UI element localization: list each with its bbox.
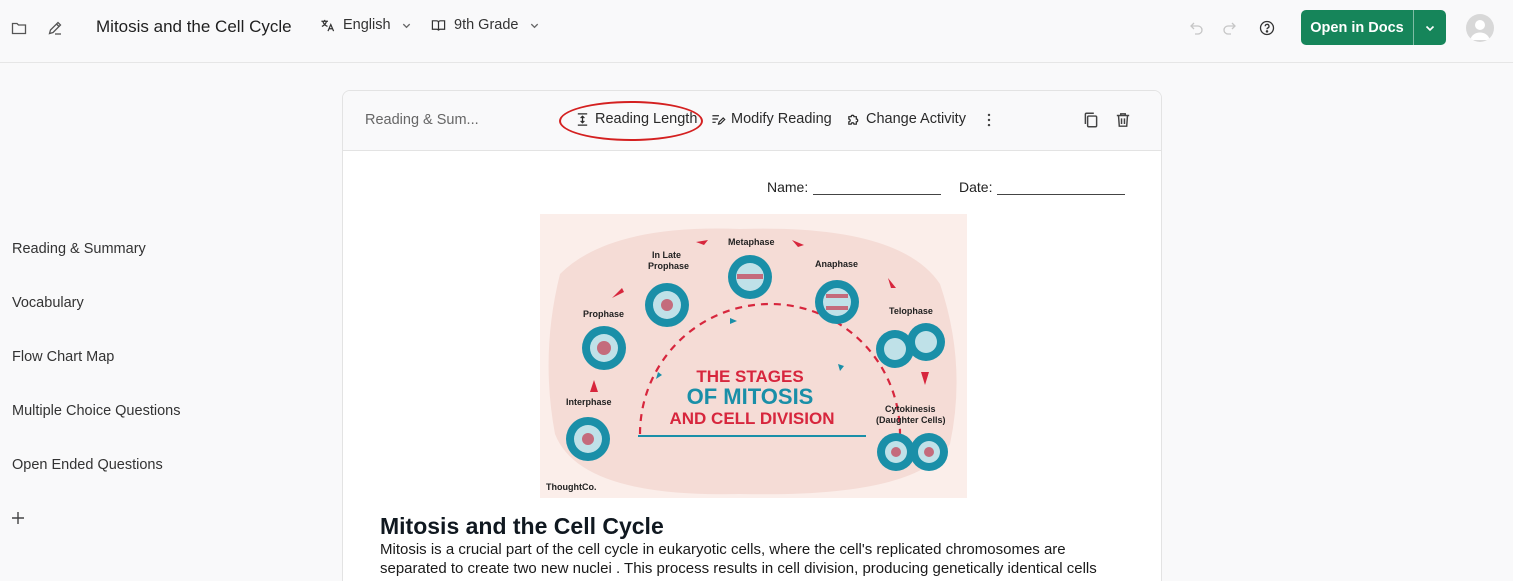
book-icon <box>431 19 446 31</box>
translate-icon <box>321 19 335 31</box>
reading-body: Mitosis is a crucial part of the cell cy… <box>380 541 1097 581</box>
figure-title-line1: THE STAGES <box>696 367 803 386</box>
date-line <box>997 183 1126 195</box>
name-label: Name: <box>767 179 809 195</box>
copy-icon[interactable] <box>1082 111 1100 129</box>
trash-icon[interactable] <box>1114 111 1132 129</box>
label-telophase: Telophase <box>889 306 933 316</box>
modify-reading-button[interactable]: Modify Reading <box>711 111 832 127</box>
cell-late-prophase <box>645 283 689 327</box>
section-label: Reading & Sum... <box>365 112 479 128</box>
label-late-prophase-2: Prophase <box>648 261 689 271</box>
top-bar: Mitosis and the Cell Cycle English 9th G… <box>0 0 1513 63</box>
figure-credit: ThoughtCo. <box>546 482 596 492</box>
modify-reading-label: Modify Reading <box>731 111 832 127</box>
figure-title-line3: AND CELL DIVISION <box>670 409 835 428</box>
cell-metaphase <box>728 255 772 299</box>
change-activity-button[interactable]: Change Activity <box>846 111 966 127</box>
undo-icon[interactable] <box>1186 17 1208 39</box>
cell-interphase <box>566 417 610 461</box>
edit-icon[interactable] <box>44 17 66 39</box>
user-avatar-icon <box>1470 20 1490 40</box>
sidebar-item-multiple-choice[interactable]: Multiple Choice Questions <box>12 403 181 419</box>
label-prophase: Prophase <box>583 309 624 319</box>
chevron-down-icon <box>402 23 410 28</box>
cell-anaphase <box>815 280 859 324</box>
reading-heading: Mitosis and the Cell Cycle <box>380 513 664 539</box>
sidebar-item-open-ended[interactable]: Open Ended Questions <box>12 457 163 473</box>
avatar[interactable] <box>1466 14 1494 42</box>
chevron-down-icon <box>1425 25 1435 31</box>
label-anaphase: Anaphase <box>815 259 858 269</box>
highlight-annotation <box>559 101 703 141</box>
edit-lines-icon <box>712 114 726 125</box>
grade-selector[interactable]: 9th Grade <box>431 17 540 33</box>
name-line <box>813 183 942 195</box>
mitosis-stages-figure: THE STAGES OF MITOSIS AND CELL DIVISION … <box>540 214 967 498</box>
sidebar-item-reading-summary[interactable]: Reading & Summary <box>12 241 146 257</box>
sidebar-item-flow-chart-map[interactable]: Flow Chart Map <box>12 349 115 365</box>
figure-title-line2: OF MITOSIS <box>687 384 814 409</box>
change-activity-label: Change Activity <box>866 111 966 127</box>
help-icon[interactable] <box>1256 17 1278 39</box>
name-field[interactable]: Name: <box>767 179 942 195</box>
cell-cytokinesis <box>877 433 948 471</box>
label-late-prophase-1: In Late <box>652 250 681 260</box>
label-interphase: Interphase <box>566 397 612 407</box>
stage-arrows <box>590 240 929 392</box>
cell-telophase <box>876 323 945 368</box>
label-cytokinesis-1: Cytokinesis <box>885 404 936 414</box>
chevron-down-icon <box>530 23 538 28</box>
document-title[interactable]: Mitosis and the Cell Cycle <box>96 17 292 36</box>
sidebar-item-vocabulary[interactable]: Vocabulary <box>12 295 84 311</box>
label-metaphase: Metaphase <box>728 237 775 247</box>
open-in-docs-dropdown[interactable] <box>1414 10 1446 45</box>
open-in-docs-button[interactable]: Open in Docs <box>1301 10 1446 45</box>
folder-icon[interactable] <box>8 17 30 39</box>
add-icon[interactable] <box>10 510 26 526</box>
mitosis-diagram: THE STAGES OF MITOSIS AND CELL DIVISION … <box>546 228 957 495</box>
more-vertical-icon[interactable] <box>980 111 998 129</box>
date-label: Date: <box>959 179 993 195</box>
language-label: English <box>343 17 391 33</box>
activity-card: Reading & Sum... Reading Length Modify R… <box>342 90 1162 581</box>
language-selector[interactable]: English <box>320 17 412 33</box>
redo-icon[interactable] <box>1218 17 1240 39</box>
cell-prophase <box>582 326 626 370</box>
date-field[interactable]: Date: <box>959 179 1126 195</box>
grade-label: 9th Grade <box>454 17 519 33</box>
open-in-docs-label[interactable]: Open in Docs <box>1301 10 1414 45</box>
card-toolbar: Reading & Sum... Reading Length Modify R… <box>343 91 1161 151</box>
label-cytokinesis-2: (Daughter Cells) <box>876 415 946 425</box>
puzzle-icon <box>848 114 859 125</box>
